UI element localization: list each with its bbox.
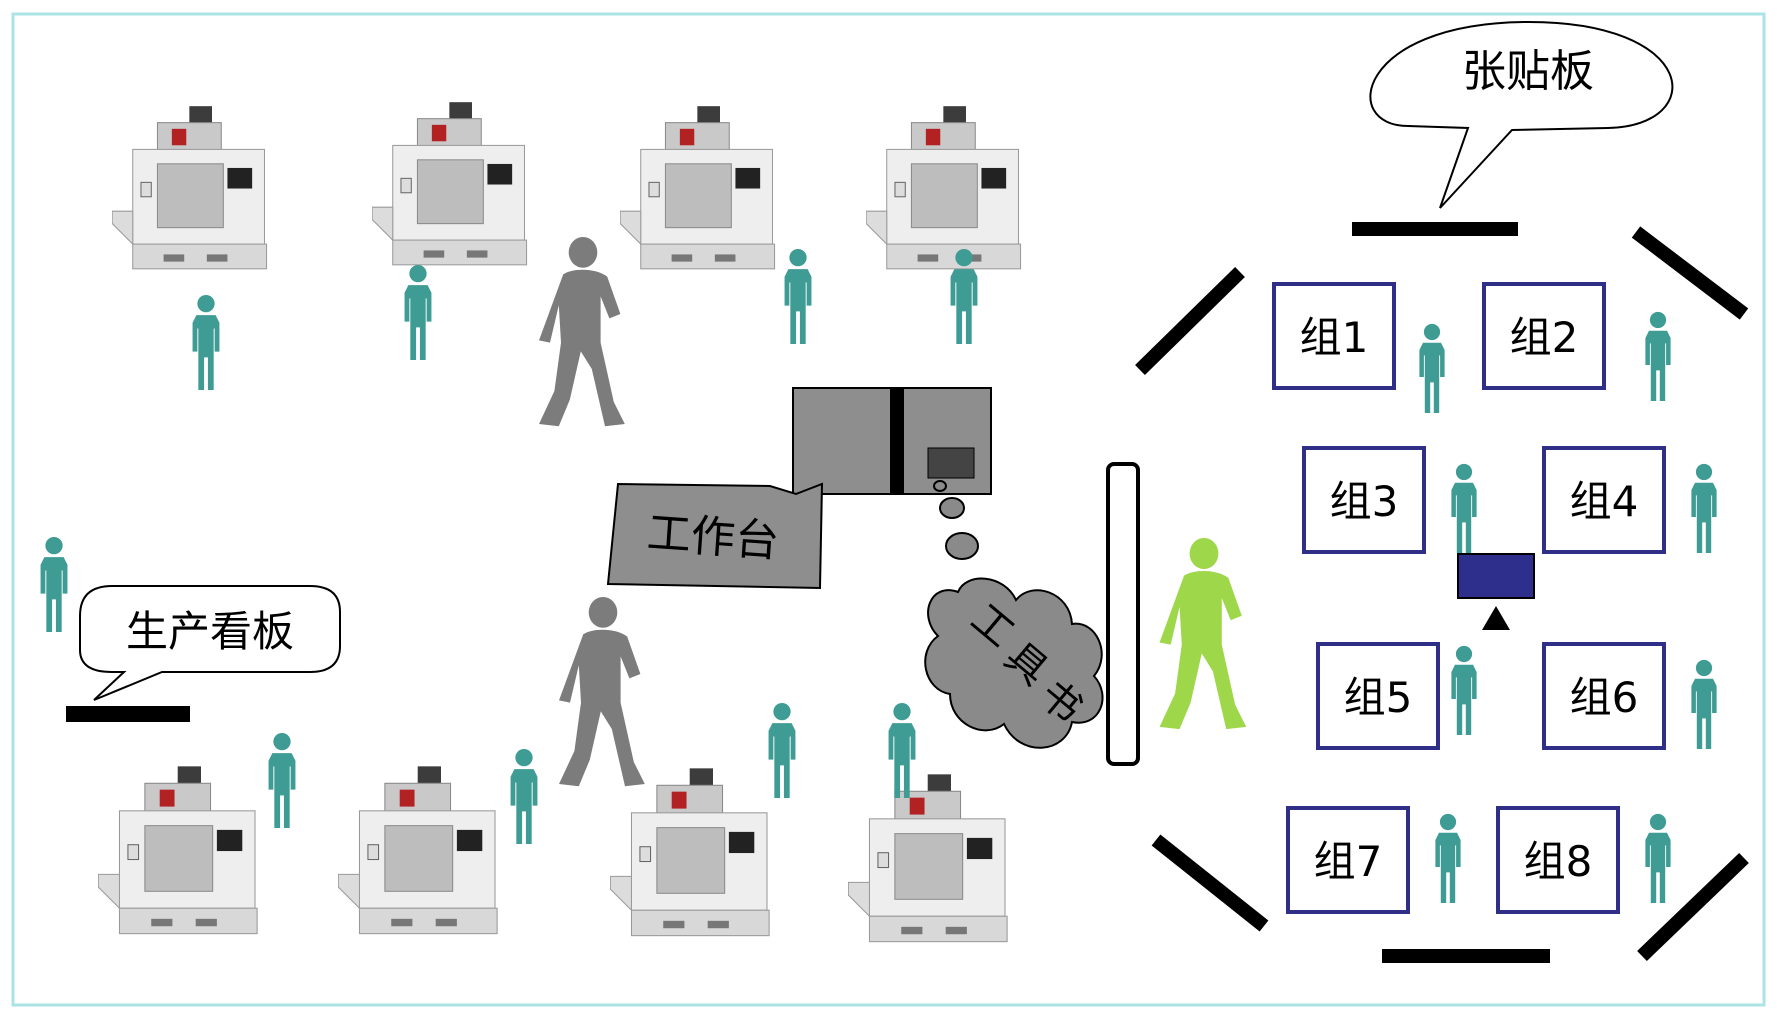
cnc-machine-icon bbox=[848, 773, 1008, 943]
worker-figure-icon bbox=[1451, 645, 1477, 735]
workbench: 工作台 bbox=[606, 387, 992, 590]
group-table bbox=[1286, 806, 1410, 914]
group-table bbox=[1542, 446, 1666, 554]
toolbook-cloud: 工 具 书 bbox=[924, 480, 1104, 749]
group-label-4: 组4 bbox=[1570, 477, 1639, 526]
workbench-label: 工作台 bbox=[645, 507, 780, 567]
group-label-2: 组2 bbox=[1510, 313, 1579, 362]
wall-segment bbox=[1637, 852, 1749, 962]
wall-segment bbox=[1135, 267, 1245, 375]
worker-figure-icon bbox=[404, 264, 432, 360]
worker-figure-icon bbox=[1451, 463, 1477, 553]
production-board-callout bbox=[79, 585, 341, 701]
group-table bbox=[1302, 446, 1426, 554]
thought-cloud-shape bbox=[924, 577, 1104, 749]
cnc-machine-icon bbox=[866, 105, 1022, 270]
cnc-machine-icon bbox=[372, 101, 528, 266]
group-label-1: 组1 bbox=[1300, 313, 1369, 362]
projector-stand bbox=[1482, 606, 1510, 630]
cnc-machine-icon bbox=[112, 105, 268, 270]
machine-area-workers bbox=[40, 248, 978, 844]
partition-wall bbox=[1106, 462, 1140, 766]
monitor-icon bbox=[927, 447, 975, 479]
thought-bubble bbox=[939, 497, 965, 519]
cnc-machine-icon bbox=[338, 765, 498, 935]
group-label-8: 组8 bbox=[1524, 837, 1593, 886]
worker-figure-icon bbox=[1435, 813, 1461, 903]
group-labels: 组1 组2 组3 组4 组5 组6 组7 组8 bbox=[1300, 313, 1639, 886]
production-board-bar bbox=[66, 706, 190, 722]
walking-person-silhouette-icon bbox=[539, 237, 625, 427]
wall-segment bbox=[1151, 834, 1269, 932]
cnc-machine-icon bbox=[610, 767, 770, 937]
group-table bbox=[1316, 642, 1440, 750]
instructor-silhouette-icon bbox=[1159, 538, 1247, 730]
group-label-5: 组5 bbox=[1344, 673, 1413, 722]
bulletin-board-bar bbox=[1352, 222, 1518, 236]
bulletin-board-callout bbox=[1369, 20, 1674, 209]
worker-figure-icon bbox=[1691, 659, 1717, 749]
cnc-machine-icon bbox=[98, 765, 258, 935]
group-table bbox=[1482, 282, 1606, 390]
group-tables bbox=[1272, 282, 1666, 914]
worker-figure-icon bbox=[510, 748, 538, 844]
walking-person-silhouette-icon bbox=[559, 597, 645, 787]
worker-figure-icon bbox=[1691, 463, 1717, 553]
worker-figure-icon bbox=[888, 702, 916, 798]
production-board: 生产看板 bbox=[66, 585, 341, 722]
worker-figure-icon bbox=[1645, 813, 1671, 903]
worker-figure-icon bbox=[784, 248, 812, 344]
worker-figure-icon bbox=[1419, 323, 1445, 413]
group-table bbox=[1496, 806, 1620, 914]
thought-bubble bbox=[945, 532, 979, 560]
group-table bbox=[1272, 282, 1396, 390]
group-label-7: 组7 bbox=[1314, 837, 1383, 886]
worker-figure-icon bbox=[268, 732, 296, 828]
group-label-3: 组3 bbox=[1330, 477, 1399, 526]
bulletin-board: 张贴板 bbox=[1352, 20, 1674, 236]
cnc-machine-icon bbox=[620, 105, 776, 270]
bulletin-board-label: 张贴板 bbox=[1462, 46, 1594, 97]
worker-figure-icon bbox=[40, 536, 68, 632]
group-label-6: 组6 bbox=[1570, 673, 1639, 722]
worker-figure-icon bbox=[192, 294, 220, 390]
worker-figure-icon bbox=[1645, 311, 1671, 401]
workbench-divider bbox=[890, 388, 904, 494]
worker-figure-icon bbox=[768, 702, 796, 798]
outer-frame bbox=[11, 12, 1766, 1007]
projector-screen bbox=[1457, 553, 1535, 599]
cnc-machine-top-row bbox=[112, 101, 1022, 270]
wall-segment bbox=[1631, 226, 1749, 320]
workbench-callout bbox=[606, 482, 824, 590]
production-board-label: 生产看板 bbox=[126, 607, 294, 656]
thought-bubble bbox=[933, 480, 947, 492]
projector bbox=[1457, 553, 1535, 630]
training-room-walls bbox=[1135, 226, 1749, 963]
group-table bbox=[1542, 642, 1666, 750]
cnc-machine-bottom-row bbox=[98, 765, 1008, 943]
